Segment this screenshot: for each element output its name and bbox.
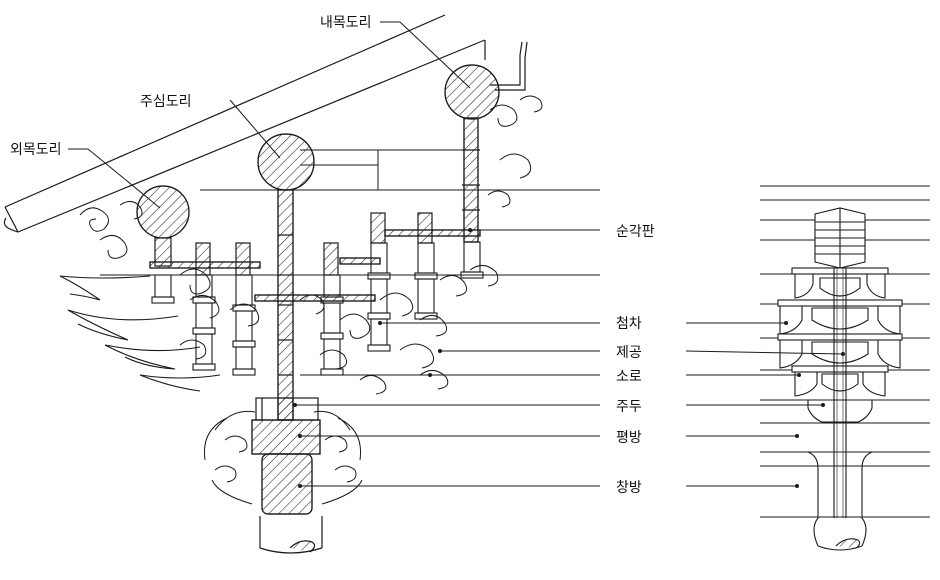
front-elevation xyxy=(760,185,930,551)
rafter xyxy=(3,14,486,233)
ridge-flashing xyxy=(490,41,528,91)
leader-dots xyxy=(293,228,472,488)
label-changbang: 창방 xyxy=(616,480,642,496)
center-post xyxy=(277,189,294,421)
label-jegong: 제공 xyxy=(616,345,642,361)
labels: 외목도리 주심도리 내목도리 순각판 첨차 제공 소로 주두 평방 창방 xyxy=(10,15,655,496)
label-sungakpan: 순각판 xyxy=(616,224,655,240)
side-section xyxy=(3,14,600,554)
label-center-purlin: 주심도리 xyxy=(140,94,192,110)
inner-post xyxy=(462,117,480,243)
leader-lines xyxy=(68,21,600,487)
purlin-end xyxy=(814,207,866,269)
pyeongbang-beam xyxy=(251,419,321,455)
label-judu: 주두 xyxy=(616,399,642,415)
label-soro: 소로 xyxy=(616,369,642,385)
column xyxy=(259,516,323,554)
elevation-leaders xyxy=(685,322,844,487)
label-inner-purlin: 내목도리 xyxy=(320,15,372,31)
elevation-brackets xyxy=(777,267,903,423)
elevation-shaft xyxy=(833,268,847,518)
inner-purlin-shape xyxy=(444,64,500,120)
bracket-tails xyxy=(59,275,221,392)
bracket-blocks xyxy=(151,212,484,376)
changbang-beam xyxy=(261,453,313,515)
outer-purlin-shape xyxy=(136,185,190,267)
elevation-column xyxy=(807,451,873,551)
label-outer-purlin: 외목도리 xyxy=(10,142,62,158)
label-pyeongbang: 평방 xyxy=(616,430,642,446)
label-cheomcha: 첨차 xyxy=(616,316,642,332)
judu-block xyxy=(255,397,319,421)
